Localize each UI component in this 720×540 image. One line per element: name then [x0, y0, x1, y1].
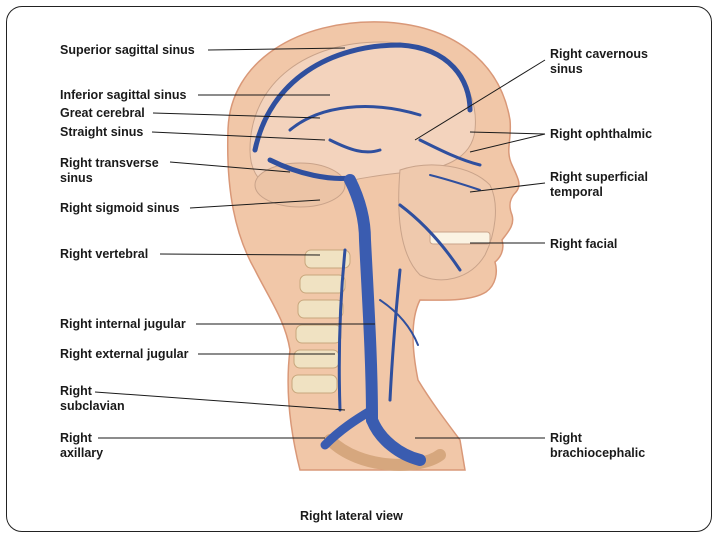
label-right-external-jugular: Right external jugular [60, 347, 189, 361]
label-right-ophthalmic: Right ophthalmic [550, 127, 653, 141]
label-inferior-sagittal-sinus: Inferior sagittal sinus [60, 88, 187, 102]
label-right-internal-jugular: Right internal jugular [60, 317, 186, 331]
label-right-sigmoid-sinus: Right sigmoid sinus [60, 201, 180, 215]
label-right-vertebral: Right vertebral [60, 247, 149, 261]
label-superior-sagittal-sinus: Superior sagittal sinus [60, 43, 195, 57]
leader-lines [94, 47, 546, 439]
vein-network [252, 42, 482, 466]
figure-caption: Right lateral view [300, 509, 403, 523]
clavicle [324, 434, 446, 471]
skull-face [398, 164, 496, 281]
cerebellum [254, 162, 346, 208]
label-right-facial: Right facial [550, 237, 618, 251]
label-great-cerebral: Great cerebral [60, 106, 145, 120]
label-straight-sinus: Straight sinus [60, 125, 144, 139]
teeth [429, 231, 491, 245]
